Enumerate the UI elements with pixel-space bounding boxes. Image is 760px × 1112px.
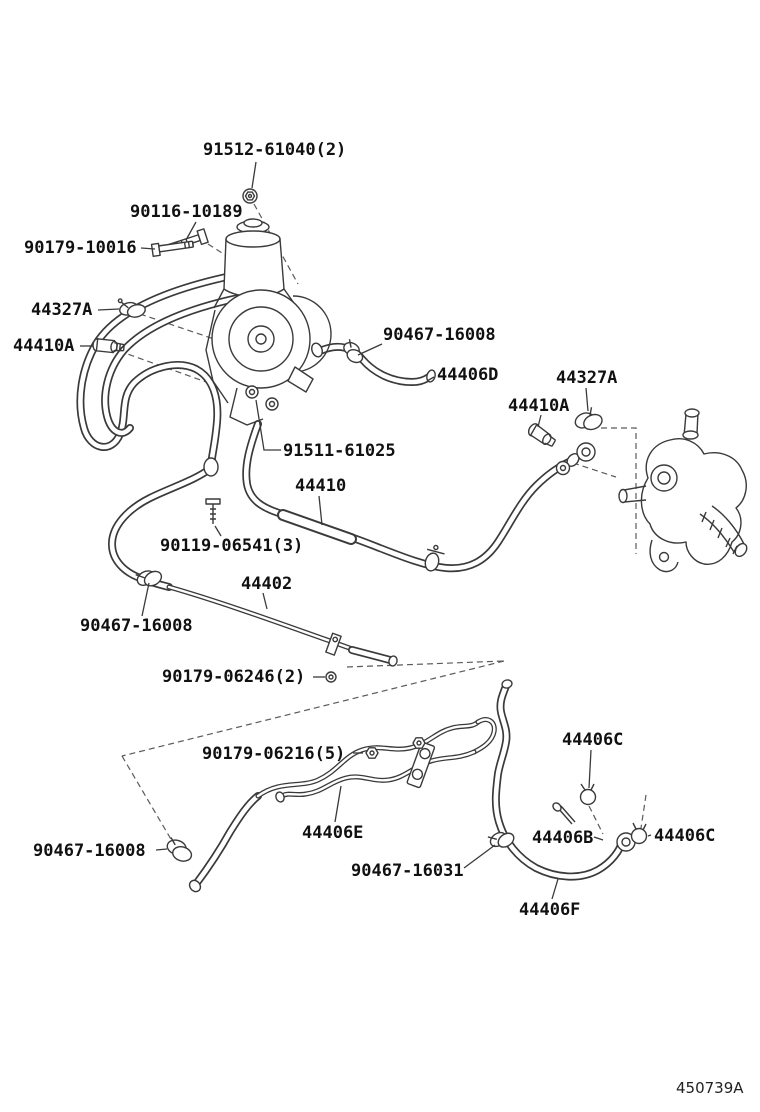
label-90179-06246: 90179-06246(2) <box>162 667 306 687</box>
label-90119-06541: 90119-06541(3) <box>160 536 304 556</box>
diagram-code: 450739A <box>676 1079 744 1097</box>
power-steering-pump <box>205 218 332 426</box>
banjo-bolt <box>265 397 279 411</box>
hose-bracket <box>203 457 219 477</box>
pump-body <box>211 289 311 389</box>
hose-clamp-90467-bottom-left <box>166 837 193 862</box>
hose-clamp-44327a-left <box>117 298 146 318</box>
leader-lines <box>80 161 652 900</box>
hose-clamp-44327a-right <box>574 407 603 431</box>
flange-nut-91512 <box>242 188 258 204</box>
assembly-reference-dashed-lines <box>118 203 647 842</box>
clip-44406c-top <box>579 783 597 806</box>
label-44410a-left: 44410A <box>13 336 75 356</box>
hose-clamp-90467-mid <box>135 570 163 587</box>
nut-90179-06216 <box>365 737 426 759</box>
label-44406c-right: 44406C <box>654 826 716 846</box>
hose-clamp <box>343 339 364 364</box>
label-44406b: 44406B <box>532 828 594 848</box>
pump-outlet-hose-44406d <box>311 339 436 382</box>
label-91512-61040: 91512-61040(2) <box>203 140 347 160</box>
return-tube-44402 <box>169 587 398 667</box>
union-bolt-44410a-right <box>527 423 557 447</box>
pulley <box>292 295 332 373</box>
label-44406c-top: 44406C <box>562 730 624 750</box>
screw-44406b <box>552 802 576 825</box>
label-44410a-right: 44410A <box>508 396 570 416</box>
steering-gear-assembly <box>618 408 748 573</box>
label-90179-10016: 90179-10016 <box>24 238 137 258</box>
label-91511-61025: 91511-61025 <box>283 441 396 461</box>
label-44327a-left: 44327A <box>31 300 93 320</box>
bolt-90179-06246 <box>325 671 337 683</box>
bolt-90119 <box>205 498 221 524</box>
label-90179-06216: 90179-06216(5) <box>202 744 346 764</box>
label-44410: 44410 <box>295 476 347 496</box>
return-hose-44406f <box>496 679 636 877</box>
label-44406d: 44406D <box>437 365 499 385</box>
label-90467-16008-top: 90467-16008 <box>383 325 496 345</box>
label-44406e: 44406E <box>302 823 364 843</box>
hose-clamp-90467-16031 <box>487 831 515 848</box>
bolt-90179-10016 <box>150 240 195 257</box>
pressure-hose-44410 <box>246 424 596 573</box>
tube-bracket <box>406 741 436 789</box>
cooler-tube-44406e <box>188 720 494 893</box>
label-90467-16008-mid: 90467-16008 <box>80 616 193 636</box>
label-44327a-right: 44327A <box>556 368 618 388</box>
banjo-bolt <box>245 385 259 399</box>
union-bolt-44410a-left <box>92 338 125 354</box>
label-44402: 44402 <box>241 574 293 594</box>
label-44406f: 44406F <box>519 900 581 920</box>
label-90467-16008-bottom: 90467-16008 <box>33 841 146 861</box>
label-90467-16031: 90467-16031 <box>351 861 464 881</box>
label-90116-10189: 90116-10189 <box>130 202 243 222</box>
clip-44406c-right <box>630 822 648 845</box>
